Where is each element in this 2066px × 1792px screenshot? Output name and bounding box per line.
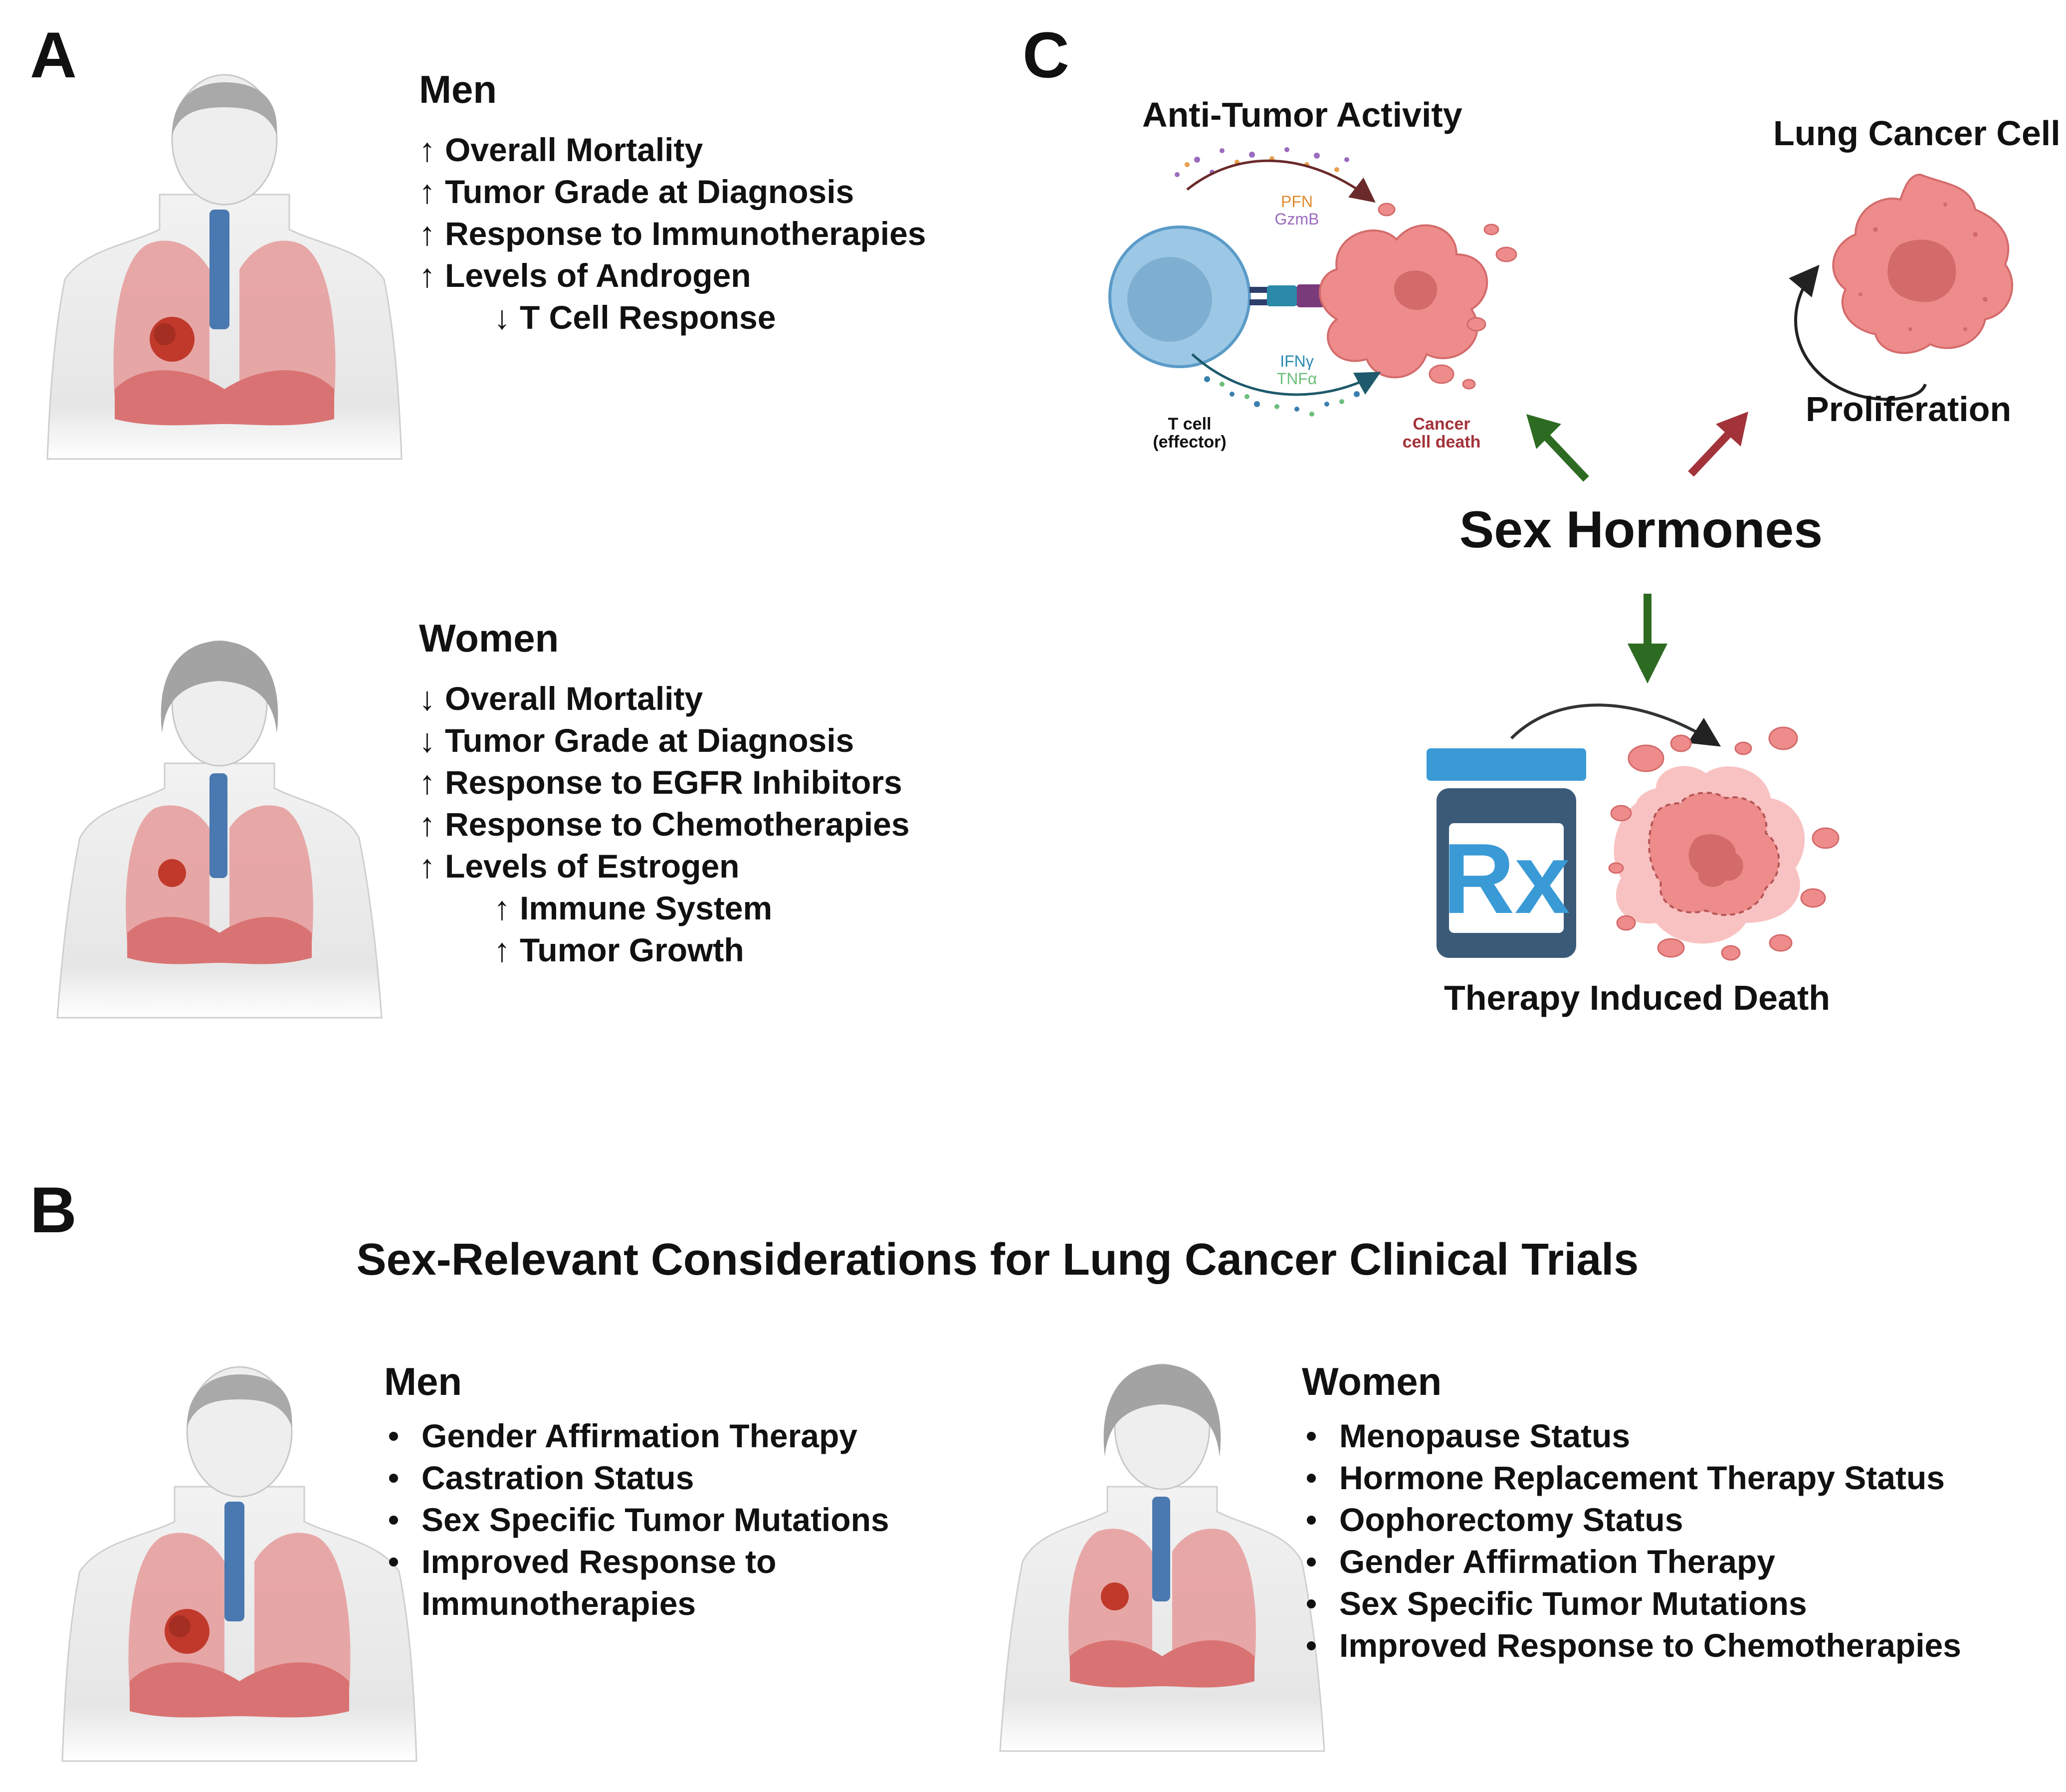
hormone-arrows xyxy=(1526,412,1748,683)
panel-a-women-block: Women ↓Overall Mortality ↓Tumor Grade at… xyxy=(419,619,910,971)
women-consideration-1: Menopause Status xyxy=(1302,1415,1961,1457)
men-finding-5: ↓T Cell Response xyxy=(494,299,776,336)
women-finding-7: ↑Tumor Growth xyxy=(494,931,744,968)
panel-b-women-title: Women xyxy=(1302,1359,1442,1403)
gzmb-label: GzmB xyxy=(1275,210,1319,228)
lung-cancer-cell-title: Lung Cancer Cell xyxy=(1773,114,2061,153)
therapy-induced-death-label: Therapy Induced Death xyxy=(1444,978,1831,1017)
sex-hormones-label: Sex Hormones xyxy=(1459,501,1823,559)
men-finding-2: ↑Tumor Grade at Diagnosis xyxy=(419,173,854,210)
panel-b-men-block: Men Gender Affirmation Therapy Castratio… xyxy=(384,1362,889,1624)
men-consideration-4: Improved Response to xyxy=(384,1541,889,1582)
panel-b-women-block: Women Menopause Status Hormone Replaceme… xyxy=(1302,1362,1961,1666)
panel-b-title: Sex-Relevant Considerations for Lung Can… xyxy=(356,1235,1639,1285)
men-consideration-2: Castration Status xyxy=(384,1457,889,1499)
female-body-illustration-b xyxy=(999,1363,1325,1752)
women-consideration-5: Sex Specific Tumor Mutations xyxy=(1302,1582,1961,1624)
rx-label: Rx xyxy=(1443,823,1570,934)
women-consideration-4: Gender Affirmation Therapy xyxy=(1302,1541,1961,1582)
men-consideration-1: Gender Affirmation Therapy xyxy=(384,1415,889,1457)
panel-a-women-title: Women xyxy=(419,616,559,660)
tnfa-label: TNFα xyxy=(1277,370,1317,388)
proliferation-label: Proliferation xyxy=(1806,390,2012,429)
men-consideration-4-cont: Immunotherapies xyxy=(421,1585,696,1622)
panel-b-men-title: Men xyxy=(384,1359,462,1403)
pfn-label: PFN xyxy=(1281,193,1313,211)
women-consideration-2: Hormone Replacement Therapy Status xyxy=(1302,1457,1961,1499)
women-consideration-3: Oophorectomy Status xyxy=(1302,1499,1961,1541)
female-body-illustration xyxy=(56,640,383,1019)
women-finding-2: ↓Tumor Grade at Diagnosis xyxy=(419,722,854,759)
women-finding-6: ↑Immune System xyxy=(494,890,773,926)
panel-c-letter: C xyxy=(1023,18,1069,91)
male-body-illustration xyxy=(46,74,403,460)
women-finding-3: ↑Response to EGFR Inhibitors xyxy=(419,764,902,801)
lung-cancer-cell-illustration xyxy=(1789,173,2014,401)
panel-a-men-block: Men ↑Overall Mortality ↑Tumor Grade at D… xyxy=(419,70,926,338)
anti-tumor-activity-title: Anti-Tumor Activity xyxy=(1142,95,1462,134)
ifng-label: IFNγ xyxy=(1280,352,1314,370)
male-body-illustration-b xyxy=(61,1366,417,1762)
men-finding-3: ↑Response to Immunotherapies xyxy=(419,215,926,252)
men-finding-4: ↑Levels of Androgen xyxy=(419,257,751,294)
panel-a-men-title: Men xyxy=(419,67,497,111)
women-finding-1: ↓Overall Mortality xyxy=(419,680,703,717)
t-cell-killing-illustration: PFN GzmB IFNγ TNFα xyxy=(1108,147,1517,417)
panel-a-letter: A xyxy=(30,18,77,91)
women-finding-4: ↑Response to Chemotherapies xyxy=(419,806,910,843)
men-consideration-3: Sex Specific Tumor Mutations xyxy=(384,1499,889,1541)
men-finding-1: ↑Overall Mortality xyxy=(419,131,703,168)
therapy-illustration: Rx xyxy=(1427,703,1840,961)
women-consideration-6: Improved Response to Chemotherapies xyxy=(1302,1624,1961,1666)
t-cell-label: T cell(effector) xyxy=(1153,415,1227,451)
women-finding-5: ↑Levels of Estrogen xyxy=(419,848,740,885)
panel-b-letter: B xyxy=(30,1173,77,1246)
